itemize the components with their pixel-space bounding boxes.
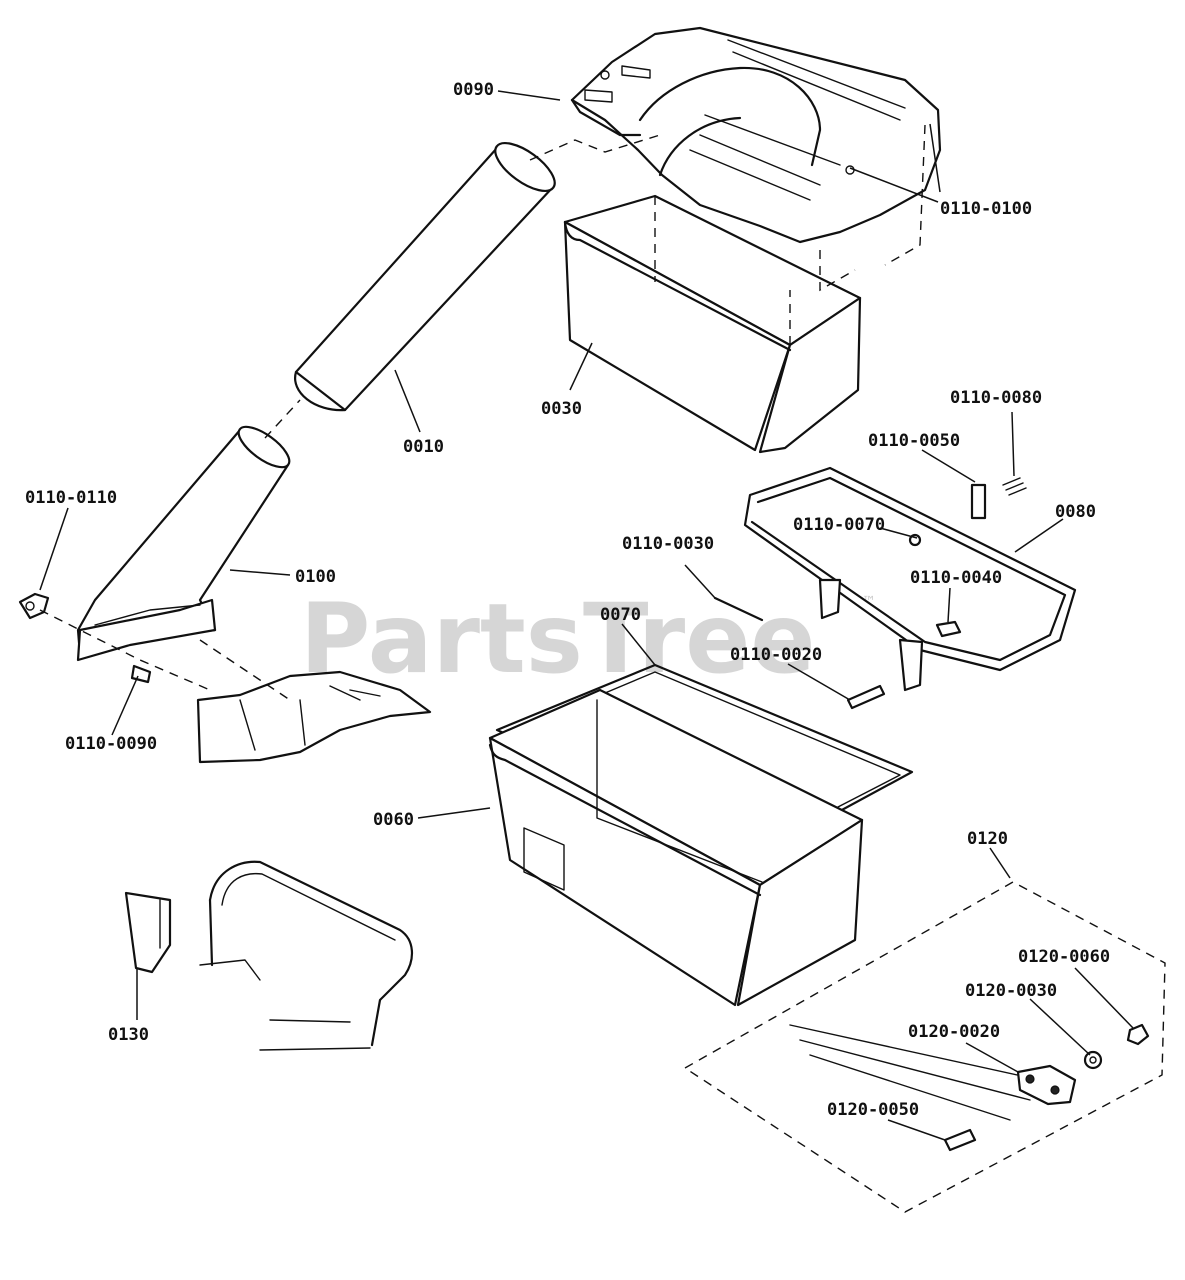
callout-0120-0030[interactable]: 0120-0030: [965, 981, 1057, 1001]
deck-mount: [196, 670, 432, 764]
part-0060-lower-box[interactable]: [488, 688, 864, 1007]
part-0120-0030-washer[interactable]: [1083, 1050, 1103, 1070]
callout-0110-0020[interactable]: 0110-0020: [730, 645, 822, 665]
callout-0120-0050[interactable]: 0120-0050: [827, 1100, 919, 1120]
callout-0120-0060[interactable]: 0120-0060: [1018, 947, 1110, 967]
watermark-brand: PartsTree: [300, 583, 815, 695]
callout-0030[interactable]: 0030: [541, 399, 582, 419]
callout-0100[interactable]: 0100: [295, 567, 336, 587]
part-0110-0030-rod[interactable]: [713, 596, 764, 622]
callout-0110-0090[interactable]: 0110-0090: [65, 734, 157, 754]
part-0080-frame[interactable]: [743, 466, 1077, 692]
part-0110-0090-screw[interactable]: [130, 664, 152, 684]
part-0110-0050-clip[interactable]: [970, 483, 987, 520]
callout-0130[interactable]: 0130: [108, 1025, 149, 1045]
callout-0090[interactable]: 0090: [453, 80, 494, 100]
callout-0070[interactable]: 0070: [600, 605, 641, 625]
part-0110-0110-knob[interactable]: [18, 592, 50, 620]
part-0110-0040-clip[interactable]: [935, 620, 962, 638]
part-0010-tube[interactable]: [294, 134, 562, 412]
part-0120-0060-nut[interactable]: [1126, 1023, 1150, 1046]
callout-0110-0040[interactable]: 0110-0040: [910, 568, 1002, 588]
callout-0110-0050[interactable]: 0110-0050: [868, 431, 960, 451]
callout-0120-0020[interactable]: 0120-0020: [908, 1022, 1000, 1042]
callout-0120[interactable]: 0120: [967, 829, 1008, 849]
part-0100-lower-chute[interactable]: [76, 420, 295, 662]
callout-0080[interactable]: 0080: [1055, 502, 1096, 522]
callout-0010[interactable]: 0010: [403, 437, 444, 457]
callout-0110-0110[interactable]: 0110-0110: [25, 488, 117, 508]
part-0110-0080-spring[interactable]: [1002, 477, 1027, 496]
callout-0110-0100[interactable]: 0110-0100: [940, 199, 1032, 219]
part-0120-0020-bracket[interactable]: [1016, 1064, 1077, 1106]
part-0030-upper-box[interactable]: [563, 194, 862, 454]
part-0110-0020-pin[interactable]: [846, 684, 886, 710]
hitch-bracket: [199, 860, 413, 1051]
callout-0060[interactable]: 0060: [373, 810, 414, 830]
part-0130-plate[interactable]: [124, 891, 172, 974]
callout-0110-0080[interactable]: 0110-0080: [950, 388, 1042, 408]
callout-leaders: [39, 90, 1134, 1141]
callout-0110-0070[interactable]: 0110-0070: [793, 515, 885, 535]
part-0120-kit[interactable]: [683, 881, 1166, 1213]
callout-0110-0030[interactable]: 0110-0030: [622, 534, 714, 554]
part-0120-0050-bolt[interactable]: [943, 1128, 977, 1152]
